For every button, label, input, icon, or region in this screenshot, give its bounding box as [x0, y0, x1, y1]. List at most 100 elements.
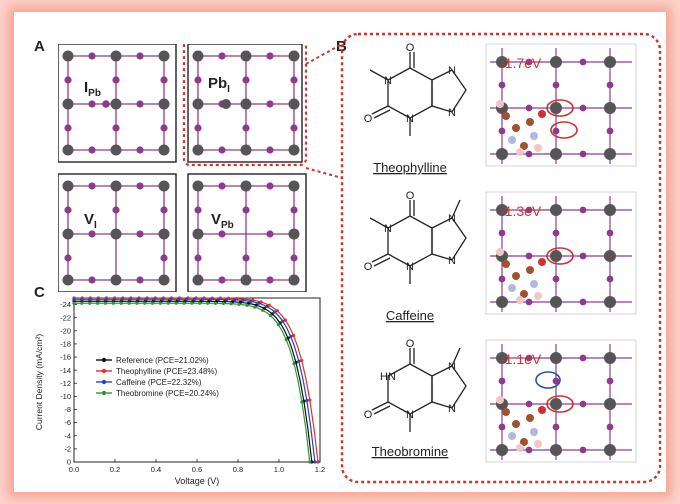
y-tick-label: -22: [60, 313, 71, 322]
molecule-atom: [496, 100, 504, 108]
iodide-atom: [290, 254, 298, 262]
lead-atom: [192, 228, 204, 240]
series-marker-2: [144, 297, 148, 301]
lattice-frame: [187, 173, 307, 292]
iodide-atom: [579, 446, 587, 454]
lead-atom: [192, 144, 204, 156]
imidazole-ring: [431, 365, 467, 409]
series-marker-2: [216, 297, 221, 302]
iodide-atom: [88, 182, 96, 190]
iodide-atom: [606, 275, 614, 283]
series-marker-3: [111, 301, 115, 305]
atom-label: O: [364, 261, 373, 273]
iodide-atom: [160, 254, 168, 262]
y-tick-label: -6: [64, 418, 71, 427]
y-tick-label: 0: [67, 458, 71, 467]
lead-atom: [496, 296, 508, 308]
methyl-bond: [369, 69, 389, 81]
iodide-atom: [498, 229, 506, 237]
zoom-connector: [306, 43, 343, 179]
series-marker-2: [241, 298, 245, 303]
lead-atom: [240, 98, 252, 110]
series-marker-2: [232, 298, 237, 302]
series-marker-1: [275, 309, 279, 313]
lead-atom: [550, 352, 562, 364]
series-marker-3: [127, 301, 131, 305]
lead-atom: [110, 50, 122, 62]
lead-atom: [192, 274, 204, 286]
iodide-atom: [525, 446, 533, 454]
iodide-atom: [266, 230, 274, 238]
atom-label: N: [448, 255, 456, 267]
molecule-atom: [516, 444, 524, 452]
lead-atom: [604, 102, 616, 114]
legend-marker: [101, 357, 107, 363]
series-marker-2: [313, 460, 317, 464]
series-marker-3: [150, 301, 155, 305]
lead-atom: [604, 56, 616, 68]
iodide-atom: [579, 400, 587, 408]
molecule-atom: [526, 266, 534, 274]
lead-atom: [550, 398, 562, 410]
series-marker-3: [292, 362, 296, 366]
iodide-atom: [606, 81, 614, 89]
series-marker-2: [305, 398, 309, 403]
iodide-atom: [579, 104, 587, 112]
panel-a-defects: IPb PbI VI VPb: [58, 44, 308, 292]
iodide-atom: [88, 100, 96, 108]
series-marker-1: [267, 303, 271, 307]
series-marker-3: [103, 301, 108, 305]
series-marker-3: [198, 301, 202, 305]
molecule-atom: [512, 124, 520, 132]
pyrimidine-ring: [387, 67, 433, 119]
molecule-atom: [534, 292, 542, 300]
binding-lattice-theobromine: [485, 339, 637, 463]
iodide-atom: [498, 127, 506, 135]
lead-atom: [192, 98, 204, 110]
highlight-ellipse: [550, 121, 578, 139]
carbonyl-bond: [371, 401, 389, 411]
defect-lattice-ipb: [58, 44, 177, 163]
iodide-atom: [112, 206, 120, 214]
series-marker-3: [95, 301, 100, 305]
series-marker-2: [80, 297, 84, 301]
lead-atom: [550, 444, 562, 456]
defect-label-pbi: PbI: [208, 75, 230, 95]
series-marker-2: [289, 334, 293, 339]
series-marker-3: [229, 302, 233, 306]
carbonyl-bond: [371, 253, 389, 263]
atom-label: N: [384, 75, 392, 87]
molecule-atom: [516, 296, 524, 304]
x-axis-label: Voltage (V): [175, 476, 220, 486]
lead-atom: [496, 204, 508, 216]
series-marker-3: [72, 301, 76, 305]
panel-a-label: A: [34, 38, 45, 55]
atom-label: HN: [380, 371, 396, 383]
iodide-atom: [160, 124, 168, 132]
molecule-atom: [508, 284, 516, 292]
y-tick-label: -10: [60, 392, 71, 401]
lead-atom: [110, 274, 122, 286]
series-marker-2: [184, 297, 189, 301]
atom-label: N: [406, 261, 414, 273]
lead-atom: [240, 274, 252, 286]
iodide-atom: [525, 58, 533, 66]
lead-atom: [158, 180, 170, 192]
molecule-atom: [526, 414, 534, 422]
series-marker-2: [104, 297, 108, 301]
x-tick-label: 1.2: [315, 465, 325, 474]
lead-atom: [604, 148, 616, 160]
methyl-bond: [451, 199, 461, 219]
iodide-atom: [266, 52, 274, 60]
iodide-atom: [525, 206, 533, 214]
iodide-atom: [218, 146, 226, 154]
molecule-name-theobromine: Theobromine: [372, 444, 449, 459]
iodide-atom: [194, 76, 202, 84]
atom-label: O: [364, 113, 373, 125]
lead-atom: [604, 444, 616, 456]
series-marker-1: [316, 460, 320, 464]
iodide-atom: [194, 124, 202, 132]
series-marker-3: [237, 302, 241, 306]
